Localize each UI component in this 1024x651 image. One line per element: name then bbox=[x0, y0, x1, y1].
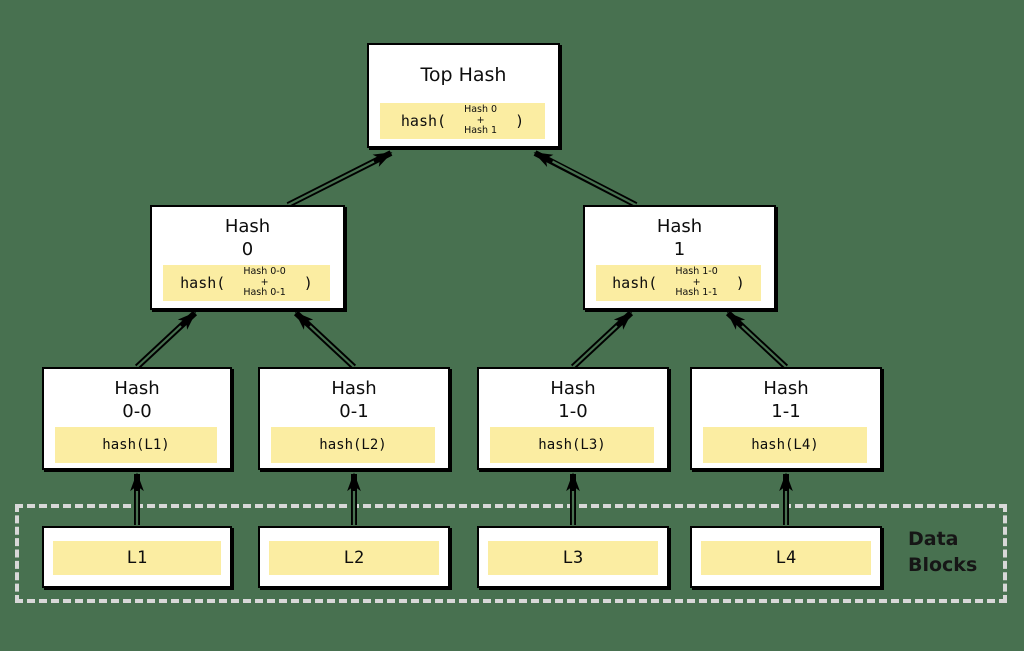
hash-value: hash(L4) bbox=[751, 437, 819, 453]
data-block-label: L3 bbox=[562, 548, 584, 568]
node-hash-1-0: Hash 1-0 hash(L3) bbox=[477, 367, 669, 470]
data-block-fill: L3 bbox=[488, 541, 658, 575]
hash-arg-1: Hash 0-0 bbox=[243, 266, 286, 278]
node-title: Hash 1 bbox=[656, 216, 703, 261]
hash-arg-1: Hash 1-0 bbox=[675, 266, 718, 278]
arrow-hash-1-to-top-hash bbox=[533, 150, 638, 208]
hash-args: Hash 0-0 + Hash 0-1 bbox=[243, 266, 286, 299]
hash-arg-2: Hash 1-1 bbox=[675, 287, 718, 299]
node-hash-1: Hash 1 hash( Hash 1-0 + Hash 1-1 ) bbox=[583, 205, 776, 310]
node-title: Top Hash bbox=[420, 64, 507, 86]
node-title: Hash 1-1 bbox=[763, 378, 809, 423]
hash-fn-close: ) bbox=[303, 274, 313, 292]
arrow-hash-0-to-top-hash bbox=[286, 150, 393, 208]
hash-value-box: hash(L3) bbox=[490, 427, 654, 463]
data-blocks-label: Data Blocks bbox=[908, 528, 978, 576]
data-block-l3: L3 bbox=[477, 526, 669, 588]
hash-fn-close: ) bbox=[735, 274, 745, 292]
node-top-hash: Top Hash hash( Hash 0 + Hash 1 ) bbox=[367, 43, 560, 148]
data-block-label: L4 bbox=[775, 548, 797, 568]
data-block-label: L1 bbox=[126, 548, 148, 568]
hash-fn-open: hash( bbox=[400, 112, 447, 130]
data-block-l1: L1 bbox=[42, 526, 232, 588]
data-block-fill: L1 bbox=[53, 541, 221, 575]
hash-arg-2: Hash 1 bbox=[464, 125, 498, 137]
hash-value: hash(L2) bbox=[319, 437, 387, 453]
data-block-fill: L4 bbox=[701, 541, 871, 575]
arrow-hash-0-1-to-hash-0 bbox=[293, 310, 357, 370]
node-title: Hash 0-0 bbox=[114, 378, 160, 423]
data-blocks-dashed-region bbox=[15, 504, 1007, 603]
hash-arg-2: Hash 0-1 bbox=[243, 287, 286, 299]
plus-sign: + bbox=[260, 276, 269, 288]
arrow-hash-1-0-to-hash-1 bbox=[570, 310, 634, 370]
hash-expression-box: hash( Hash 0 + Hash 1 ) bbox=[380, 103, 545, 139]
arrow-hash-0-0-to-hash-0 bbox=[134, 310, 198, 370]
data-block-l4: L4 bbox=[690, 526, 882, 588]
hash-arg-1: Hash 0 bbox=[464, 104, 498, 116]
data-block-label: L2 bbox=[343, 548, 365, 568]
data-block-l2: L2 bbox=[258, 526, 450, 588]
hash-value: hash(L3) bbox=[538, 437, 606, 453]
arrow-hash-1-1-to-hash-1 bbox=[725, 310, 789, 370]
hash-expression-box: hash( Hash 1-0 + Hash 1-1 ) bbox=[596, 265, 761, 301]
plus-sign: + bbox=[692, 276, 701, 288]
hash-fn-close: ) bbox=[515, 112, 525, 130]
hash-value-box: hash(L4) bbox=[703, 427, 867, 463]
hash-value: hash(L1) bbox=[102, 437, 170, 453]
node-hash-0-0: Hash 0-0 hash(L1) bbox=[42, 367, 232, 470]
node-title: Hash 1-0 bbox=[550, 378, 596, 423]
hash-expression-box: hash( Hash 0-0 + Hash 0-1 ) bbox=[163, 265, 330, 301]
data-block-fill: L2 bbox=[269, 541, 439, 575]
hash-fn-open: hash( bbox=[180, 274, 226, 292]
node-hash-0-1: Hash 0-1 hash(L2) bbox=[258, 367, 450, 470]
hash-value-box: hash(L2) bbox=[271, 427, 435, 463]
node-title: Hash 0 bbox=[224, 216, 271, 261]
hash-args: Hash 1-0 + Hash 1-1 bbox=[675, 266, 718, 299]
plus-sign: + bbox=[476, 114, 485, 126]
hash-value-box: hash(L1) bbox=[55, 427, 217, 463]
node-title: Hash 0-1 bbox=[331, 378, 377, 423]
node-hash-1-1: Hash 1-1 hash(L4) bbox=[690, 367, 882, 470]
hash-fn-open: hash( bbox=[612, 274, 658, 292]
hash-args: Hash 0 + Hash 1 bbox=[464, 104, 498, 137]
node-hash-0: Hash 0 hash( Hash 0-0 + Hash 0-1 ) bbox=[150, 205, 345, 310]
